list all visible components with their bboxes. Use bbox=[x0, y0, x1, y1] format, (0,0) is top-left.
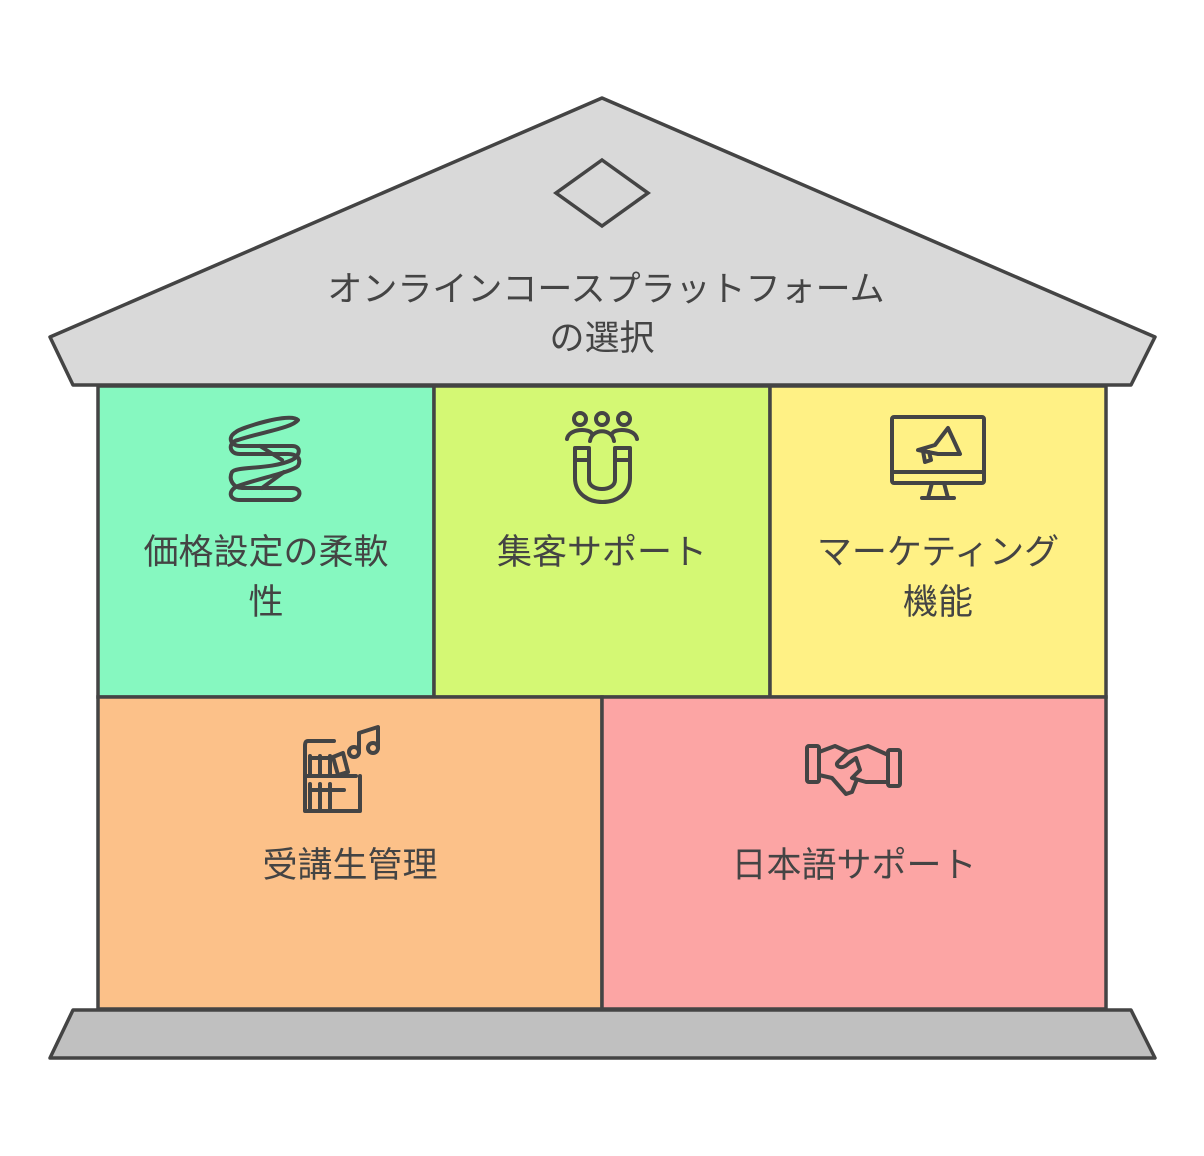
pillar-label: 受講生管理 bbox=[262, 846, 437, 886]
pillar-label: 機能 bbox=[903, 583, 973, 623]
pillar-customer-acquisition bbox=[432, 384, 772, 699]
base bbox=[48, 1008, 1157, 1060]
title-line-2: の選択 bbox=[549, 319, 654, 359]
diamond-icon bbox=[552, 157, 652, 229]
handshake-icon bbox=[805, 744, 902, 796]
monitor-megaphone-icon bbox=[890, 415, 986, 500]
title-line-1: オンラインコースプラットフォーム bbox=[327, 270, 884, 310]
pillar-label: 日本語サポート bbox=[731, 846, 976, 886]
pillar-label: 集客サポート bbox=[497, 533, 707, 573]
pillar-label: 性 bbox=[248, 583, 283, 623]
pillar-label: マーケティング bbox=[817, 533, 1059, 573]
magnet-people-icon bbox=[565, 411, 639, 504]
pillar-label: 価格設定の柔軟 bbox=[143, 533, 388, 573]
spring-icon bbox=[228, 415, 302, 502]
bookshelf-music-icon bbox=[303, 725, 380, 813]
pillar-pricing-flexibility bbox=[96, 384, 436, 699]
